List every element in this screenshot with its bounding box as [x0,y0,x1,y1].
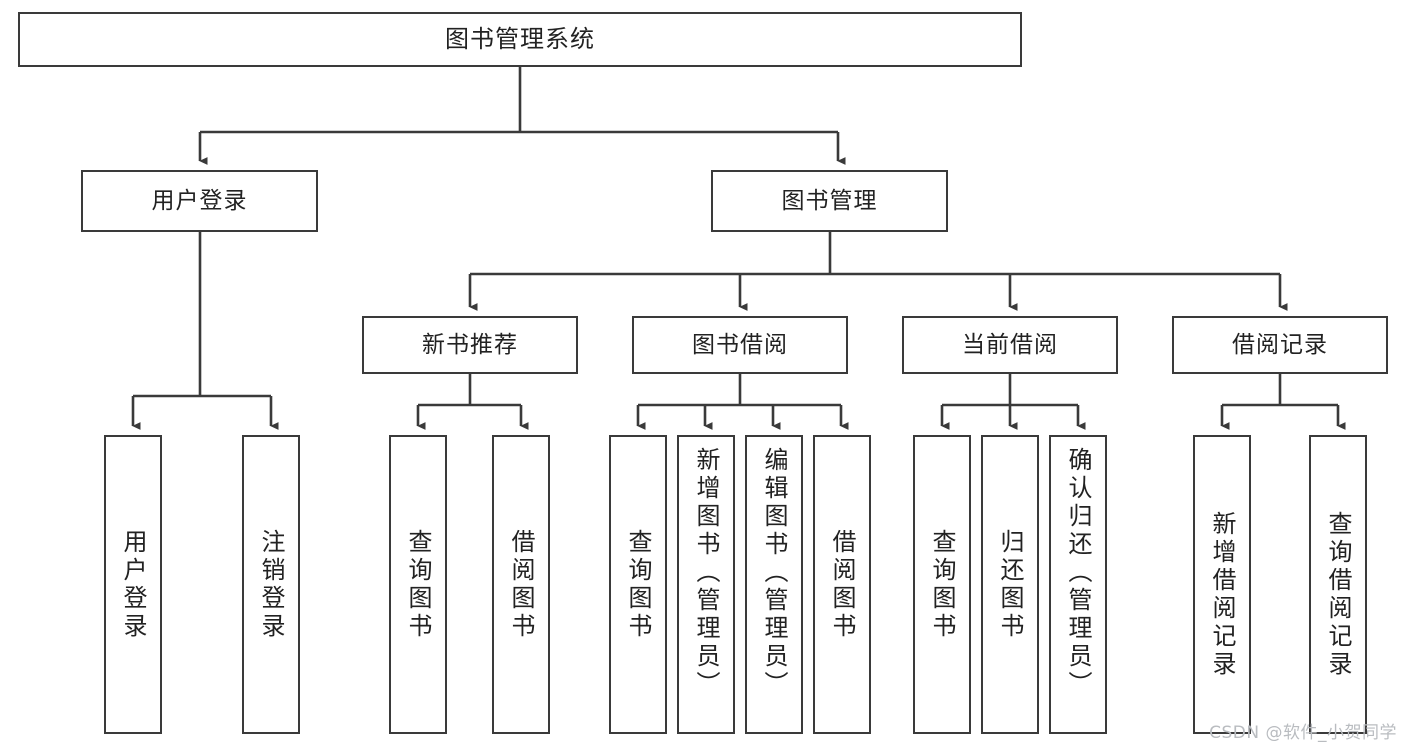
node-new-book-recommendation[interactable]: 新书推荐 [362,316,578,374]
leaf-borrow-book-new[interactable]: 借阅图书 [492,435,550,734]
leaf-label: 新增借阅记录 [1208,511,1236,679]
node-borrowing-record[interactable]: 借阅记录 [1172,316,1388,374]
leaf-query-borrow-record[interactable]: 查询借阅记录 [1309,435,1367,734]
leaf-label: 用户登录 [119,529,147,641]
leaf-label: 确认归还（管理员） [1064,447,1092,699]
leaf-label: 注销登录 [257,529,285,641]
node-current-borrowing[interactable]: 当前借阅 [902,316,1118,374]
leaf-add-borrow-record[interactable]: 新增借阅记录 [1193,435,1251,734]
node-user-login[interactable]: 用户登录 [81,170,318,232]
leaf-label: 借阅图书 [828,529,856,641]
node-label: 借阅记录 [1232,331,1328,358]
node-label: 图书管理 [781,187,878,214]
node-label: 当前借阅 [962,331,1058,358]
node-root-book-management-system[interactable]: 图书管理系统 [18,12,1022,67]
leaf-borrow-book[interactable]: 借阅图书 [813,435,871,734]
leaf-label: 编辑图书（管理员） [760,447,788,699]
leaf-confirm-return-admin[interactable]: 确认归还（管理员） [1049,435,1107,734]
node-book-management[interactable]: 图书管理 [711,170,948,232]
leaf-label: 新增图书（管理员） [692,447,720,699]
leaf-return-book[interactable]: 归还图书 [981,435,1039,734]
node-label: 新书推荐 [422,331,518,358]
leaf-label: 借阅图书 [507,529,535,641]
leaf-label: 查询图书 [404,529,432,641]
leaf-logout[interactable]: 注销登录 [242,435,300,734]
leaf-add-book-admin[interactable]: 新增图书（管理员） [677,435,735,734]
leaf-query-book-borrow[interactable]: 查询图书 [609,435,667,734]
node-label: 图书管理系统 [445,24,595,53]
leaf-label: 归还图书 [996,529,1024,641]
node-label: 图书借阅 [692,331,788,358]
node-book-borrowing[interactable]: 图书借阅 [632,316,848,374]
leaf-query-book-current[interactable]: 查询图书 [913,435,971,734]
node-label: 用户登录 [151,187,248,214]
leaf-user-login[interactable]: 用户登录 [104,435,162,734]
leaf-label: 查询图书 [928,529,956,641]
leaf-edit-book-admin[interactable]: 编辑图书（管理员） [745,435,803,734]
leaf-label: 查询借阅记录 [1324,511,1352,679]
leaf-query-book-new[interactable]: 查询图书 [389,435,447,734]
leaf-label: 查询图书 [624,529,652,641]
